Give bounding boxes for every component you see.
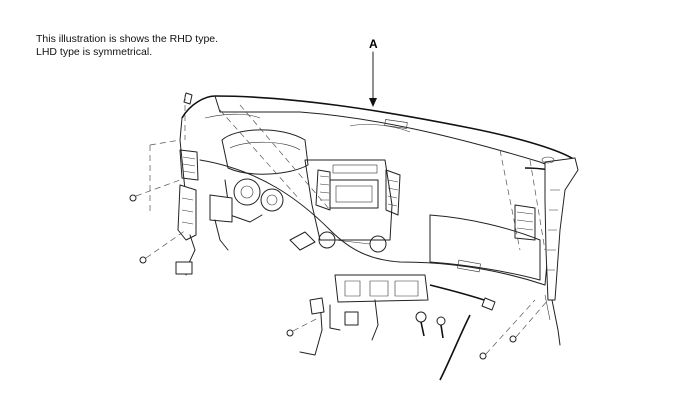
bolt-icon	[415, 311, 427, 337]
illustration-note: This illustration is shows the RHD type.…	[36, 33, 218, 59]
right-side-support	[544, 294, 561, 346]
screw-icon	[129, 194, 137, 202]
note-line-1: This illustration is shows the RHD type.	[36, 33, 219, 45]
lower-wiring-harness	[299, 274, 496, 381]
callout-arrow	[369, 51, 377, 107]
screw-icon	[286, 329, 294, 337]
screw-icon	[139, 256, 147, 264]
screw-icon	[509, 335, 517, 343]
mounting-bolts	[129, 194, 517, 360]
screw-icon	[479, 352, 487, 360]
installation-guide-lines	[135, 95, 549, 355]
crash-pad-assembly	[177, 95, 579, 301]
left-side-bracket	[175, 92, 229, 276]
note-line-2: LHD type is symmetrical.	[36, 46, 153, 58]
callout-label-a: A	[369, 37, 378, 51]
bolt-icon	[436, 316, 446, 339]
